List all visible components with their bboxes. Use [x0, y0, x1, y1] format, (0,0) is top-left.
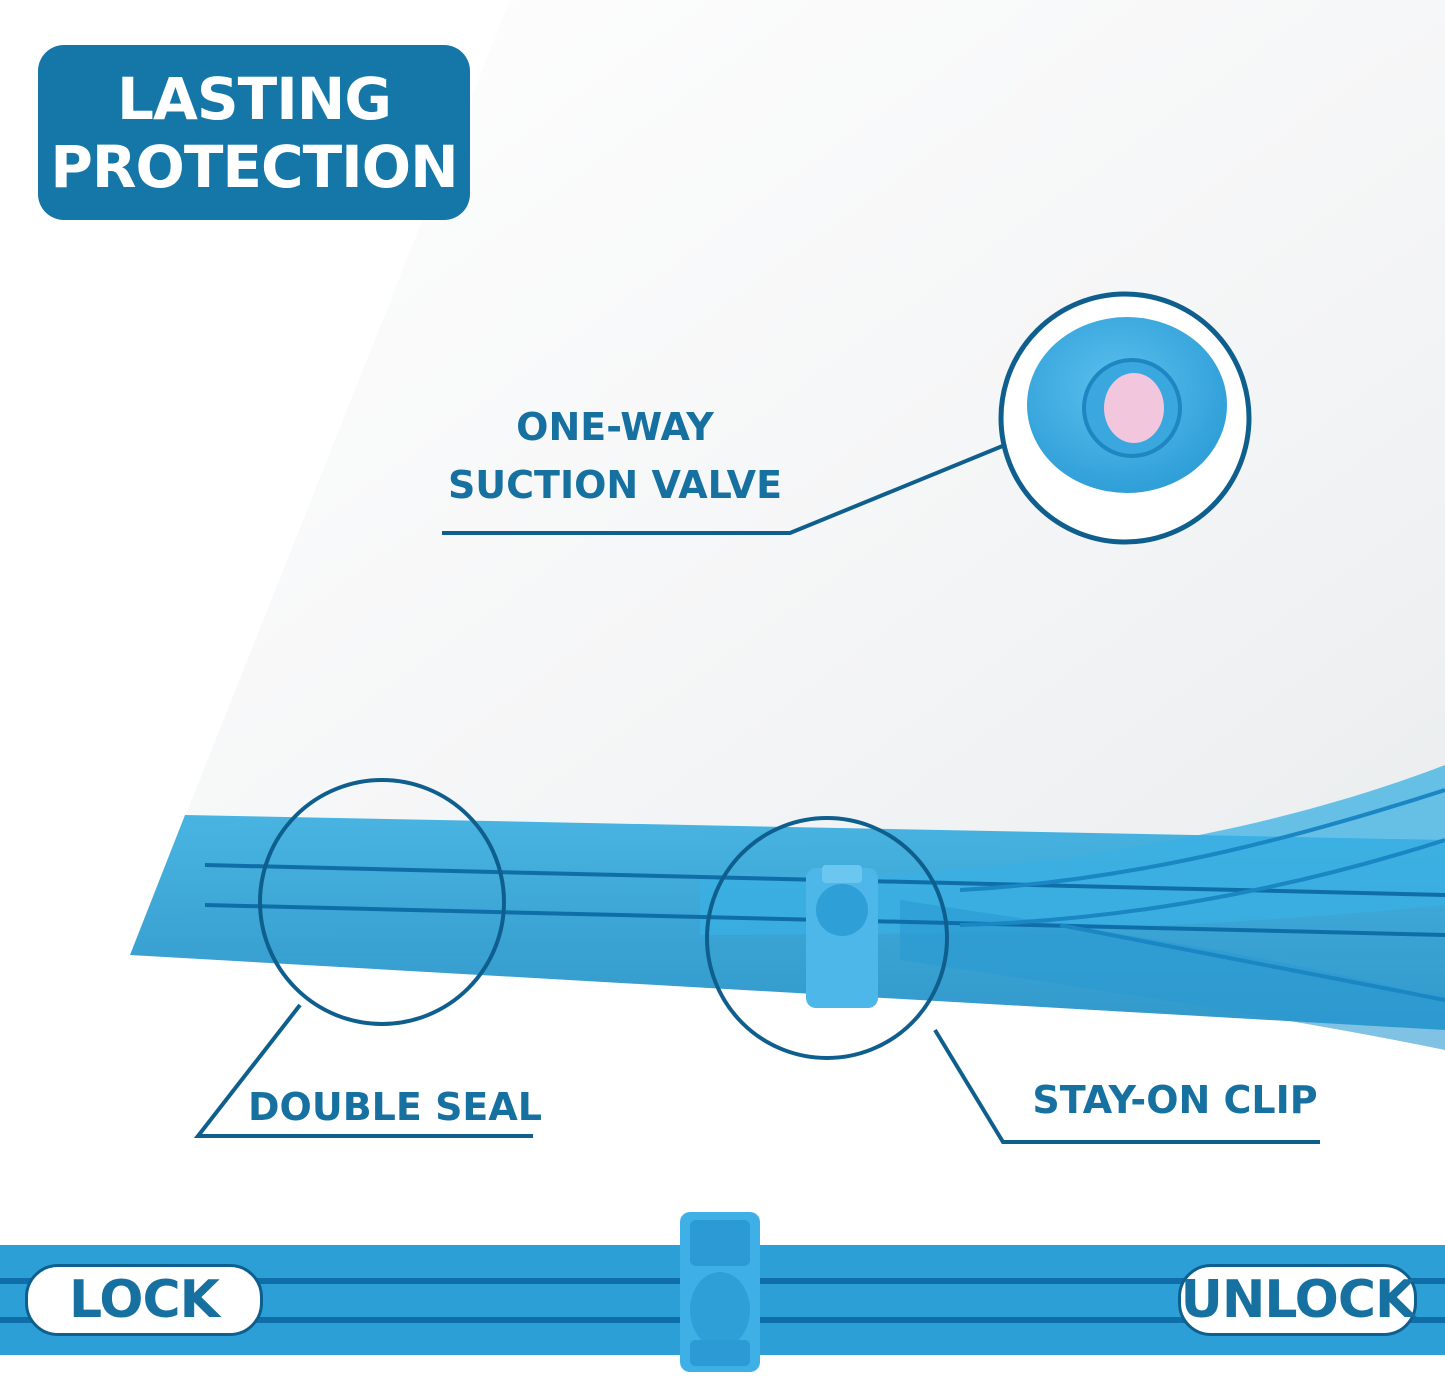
clip-callout-line — [933, 1028, 1320, 1144]
seal-magnifier — [258, 778, 506, 1026]
seal-rail-curve-2 — [959, 838, 1445, 927]
vacuum-bag-body — [130, 0, 1445, 960]
unlock-label: UNLOCK — [1178, 1264, 1417, 1336]
seal-rail-curve — [959, 788, 1445, 892]
badge-line-1: LASTING — [117, 64, 392, 133]
seal-flap — [700, 765, 1445, 935]
feature-badge: LASTING PROTECTION — [38, 45, 470, 220]
clip-callout-label: STAY-ON CLIP — [1032, 1078, 1318, 1122]
seal-flap-lower — [900, 900, 1445, 1050]
clip-magnifier — [705, 816, 949, 1060]
valve-label-line-1: ONE-WAY — [516, 405, 714, 449]
valve-callout-line — [442, 443, 1006, 535]
seal-callout-line — [193, 1003, 533, 1138]
suction-valve-icon — [998, 291, 1252, 545]
seal-callout-label: DOUBLE SEAL — [248, 1085, 543, 1129]
bag-clip-icon — [806, 865, 878, 1008]
seal-rail-angled — [1059, 923, 1445, 1002]
valve-callout-label: ONE-WAY SUCTION VALVE — [445, 398, 785, 514]
slider-clip-icon[interactable] — [680, 1212, 760, 1372]
valve-label-line-2: SUCTION VALVE — [447, 463, 783, 507]
badge-line-2: PROTECTION — [50, 132, 458, 201]
lock-label: LOCK — [25, 1264, 263, 1336]
